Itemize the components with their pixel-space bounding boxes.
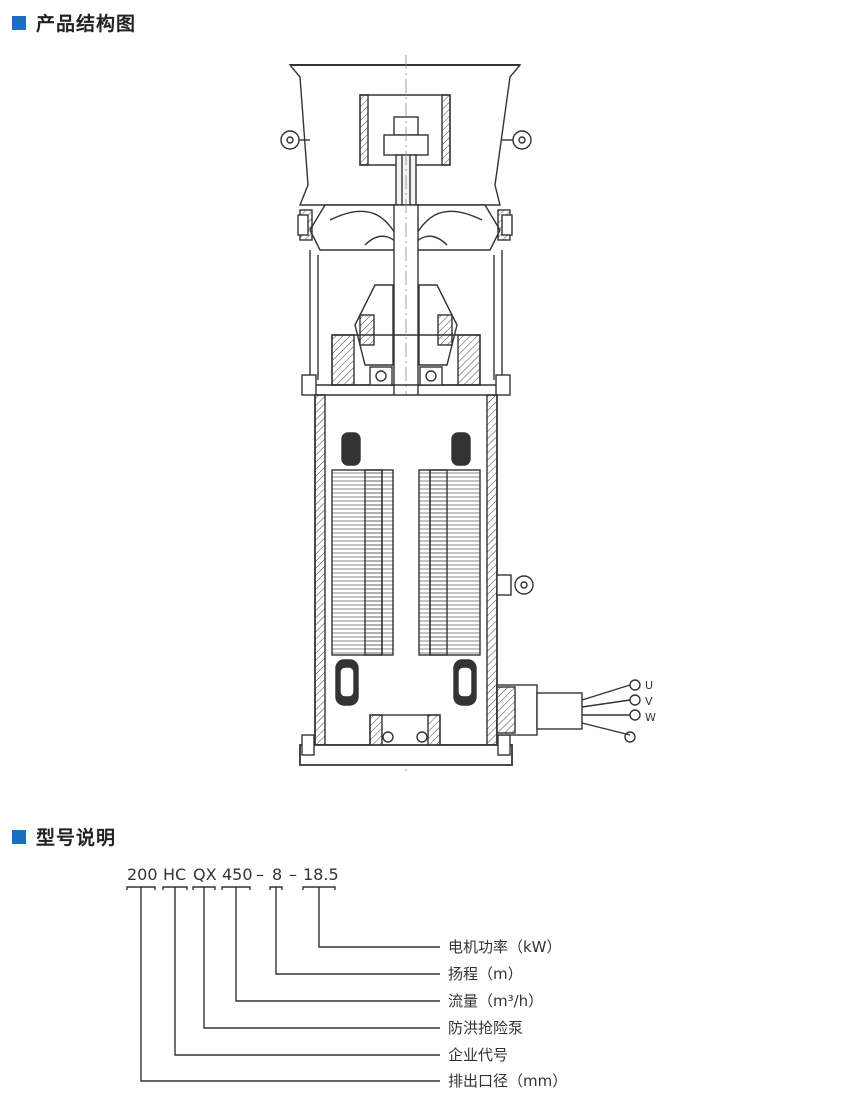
cable-label-w: W xyxy=(645,711,656,724)
model-code-part: QX xyxy=(193,865,217,884)
section-title-model: 型号说明 xyxy=(36,827,117,849)
section-marker-icon xyxy=(12,15,26,30)
legend-company-code: 企业代号 xyxy=(448,1046,508,1064)
legend-outlet-diameter: 排出口径（mm） xyxy=(448,1072,567,1090)
model-connector-lines xyxy=(126,886,440,1082)
model-code-part: 450 xyxy=(222,865,253,884)
section-header-structure: 产品结构图 xyxy=(12,9,136,36)
model-code-part: 18.5 xyxy=(303,865,339,884)
model-code-part: – xyxy=(256,865,264,884)
model-code-part: 200 xyxy=(127,865,158,884)
legend-motor-power: 电机功率（kW） xyxy=(448,938,562,956)
legend-head: 扬程（m） xyxy=(448,965,523,983)
section-header-model: 型号说明 xyxy=(12,823,116,850)
model-code-part: HC xyxy=(163,865,186,884)
cable-label-u: U xyxy=(645,679,653,692)
model-code-part: – xyxy=(289,865,297,884)
section-marker-icon xyxy=(12,829,26,844)
model-designation-diagram: 200 HC QX 450 – 8 – 18.5 电机功率（kW） 扬程（m） … xyxy=(126,865,567,1090)
model-code-part: 8 xyxy=(272,865,282,884)
pump-structure-diagram: U V W xyxy=(280,55,656,775)
legend-pump-type: 防洪抢险泵 xyxy=(448,1019,523,1037)
legend-flow: 流量（m³/h） xyxy=(448,992,543,1010)
section-title-structure: 产品结构图 xyxy=(36,13,137,35)
cable-label-v: V xyxy=(645,695,653,708)
